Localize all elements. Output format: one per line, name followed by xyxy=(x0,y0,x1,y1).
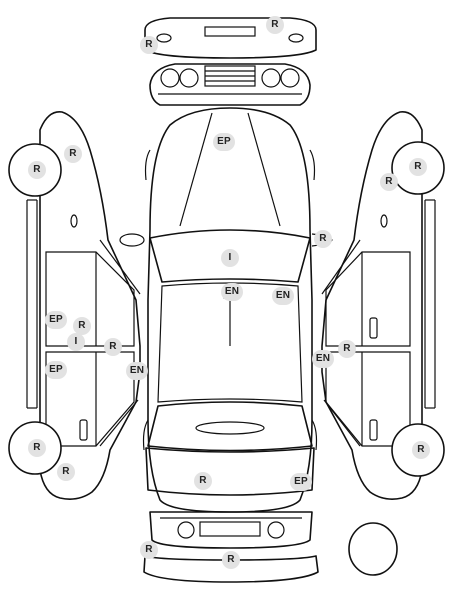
front-grille-view xyxy=(149,63,311,106)
marker-left-front-door-r[interactable]: R xyxy=(73,317,91,335)
marker-left-front-fender[interactable]: R xyxy=(64,145,82,163)
marker-front-bumper-left[interactable]: R xyxy=(140,36,158,54)
front-bumper-view xyxy=(144,17,317,59)
marker-left-front-door-i[interactable]: I xyxy=(67,333,85,351)
rear-face-view xyxy=(149,511,313,549)
marker-left-sill[interactable]: R xyxy=(104,338,122,356)
marker-right-pillar-en[interactable]: EN xyxy=(312,350,334,368)
marker-right-pillar-r[interactable]: R xyxy=(338,340,356,358)
marker-hood[interactable]: EP xyxy=(213,133,235,151)
marker-right-mirror[interactable]: R xyxy=(314,230,332,248)
marker-left-rear-quarter[interactable]: R xyxy=(57,463,75,481)
marker-left-front-wheel[interactable]: R xyxy=(28,161,46,179)
marker-roof-right[interactable]: EN xyxy=(272,287,294,305)
spare-tire-icon xyxy=(348,522,398,576)
rear-bumper-view xyxy=(143,555,319,583)
marker-left-rear-wheel[interactable]: R xyxy=(28,439,46,457)
marker-left-rear-door[interactable]: EP xyxy=(45,361,67,379)
marker-front-bumper-top[interactable]: R xyxy=(266,16,284,34)
marker-windshield[interactable]: I xyxy=(221,249,239,267)
marker-right-front-fender[interactable]: R xyxy=(380,173,398,191)
marker-rear-right-quarter[interactable]: EP xyxy=(290,473,312,491)
marker-left-front-door[interactable]: EP xyxy=(45,311,67,329)
marker-rear-bumper-left[interactable]: R xyxy=(140,541,158,559)
marker-right-rear-wheel[interactable]: R xyxy=(412,441,430,459)
marker-left-pillar[interactable]: EN xyxy=(126,362,148,380)
marker-right-front-wheel[interactable]: R xyxy=(409,158,427,176)
marker-trunk[interactable]: R xyxy=(194,472,212,490)
car-top-view xyxy=(119,107,333,513)
marker-roof-center[interactable]: EN xyxy=(221,283,243,301)
marker-rear-bumper-bottom[interactable]: R xyxy=(222,551,240,569)
